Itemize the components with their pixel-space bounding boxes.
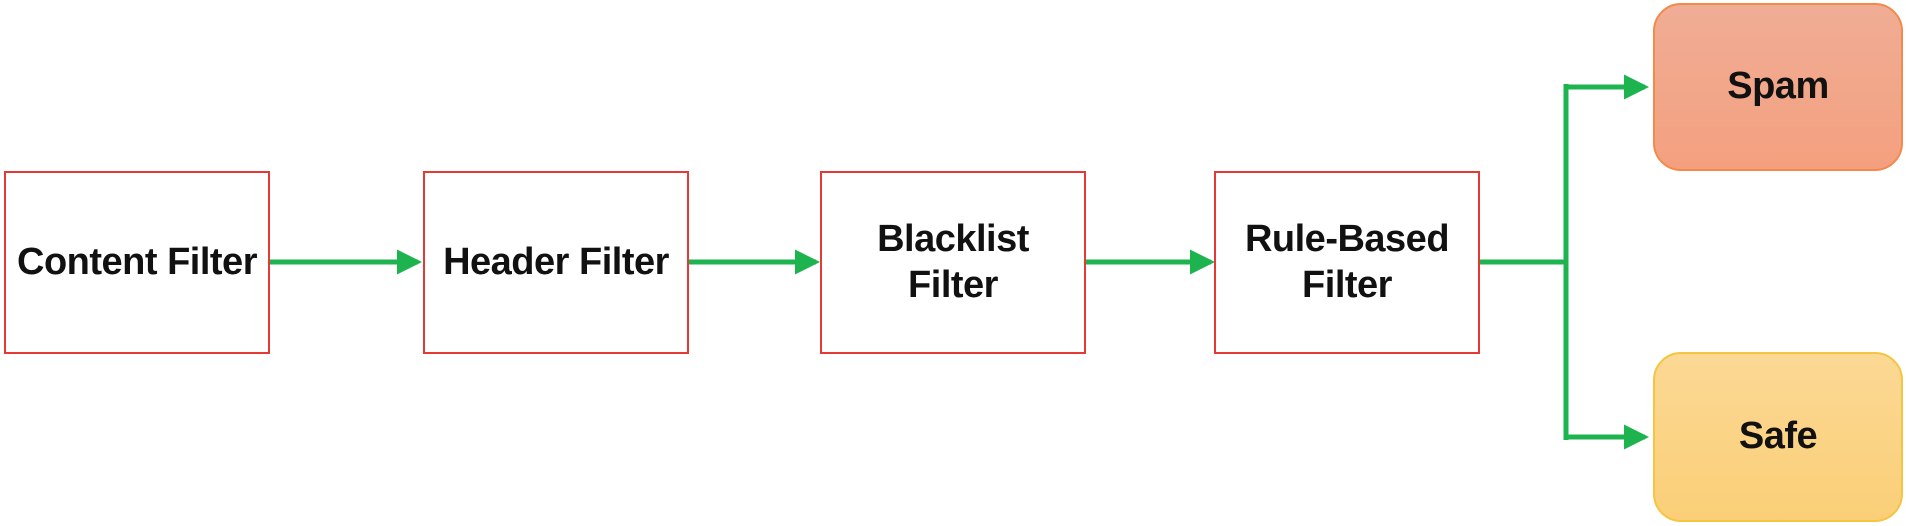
safe-outcome-box: Safe [1653,352,1903,522]
rule-based-filter-label: Rule-Based Filter [1244,217,1450,306]
spam-label: Spam [1727,65,1829,108]
blacklist-filter-box: Blacklist Filter [820,171,1086,354]
content-filter-label: Content Filter [17,240,257,283]
safe-label: Safe [1738,415,1818,458]
spam-outcome-box: Spam [1653,3,1903,171]
content-filter-box: Content Filter [4,171,270,354]
rule-based-filter-box: Rule-Based Filter [1214,171,1480,354]
header-filter-box: Header Filter [423,171,689,354]
blacklist-filter-label: Blacklist Filter [877,217,1029,306]
header-filter-label: Header Filter [443,240,669,283]
